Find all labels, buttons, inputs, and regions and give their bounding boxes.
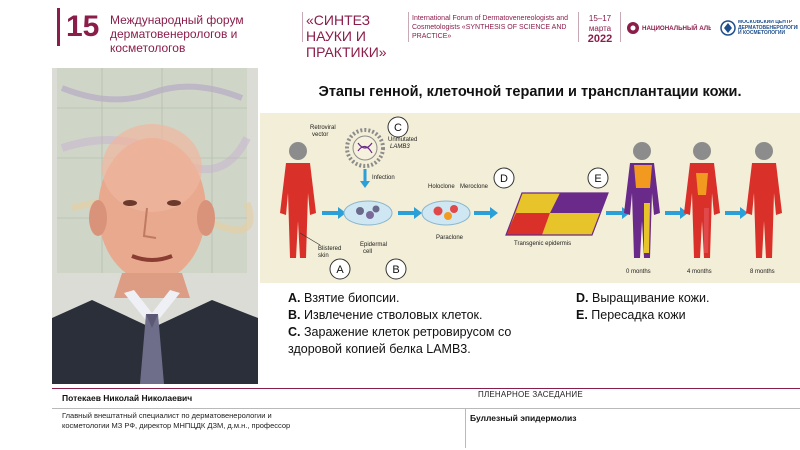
step-e: E. Пересадка кожи [576,308,686,322]
forum-month: марта [588,24,612,33]
label-meroclone: Meroclone [460,184,489,190]
label-skin: skin [318,253,329,259]
speaker-name: Потекаев Николай Николаевич [62,393,193,403]
patient-figure-4-months [684,142,720,258]
header-divider [302,12,303,42]
session-name: ПЛЕНАРНОЕ ЗАСЕДАНИЕ [478,390,583,399]
label-epidermal: Epidermal [360,242,387,248]
header-divider [408,12,409,42]
forum-year: 2022 [587,33,613,45]
label-retroviral: Retroviral [310,125,336,131]
holoclone-dish [421,200,471,226]
step-c: C. Заражение клеток ретровирусом со здор… [288,325,512,356]
forum-number: 15 [66,10,100,43]
forum-slogan: «СИНТЕЗ НАУКИ И ПРАКТИКИ» [306,12,387,60]
label-0-months: 0 months [626,269,651,275]
step-a: A. Взятие биопсии. [288,291,400,305]
step-b: B. Извлечение стволовых клеток. [288,308,483,322]
forum-dates: 15–17 марта 2022 [584,14,616,45]
epidermal-cell-dish [343,200,393,226]
patient-figure-0-months [624,142,660,258]
label-holoclone: Holoclone [428,184,455,190]
circle-e: E [594,173,601,185]
retrovirus-icon [345,128,385,168]
speaker-shirt [124,290,180,328]
speaker-role: Главный внештатный специалист по дермато… [62,411,291,430]
circle-c: C [394,122,402,134]
patient-figure-before [280,142,316,258]
moscow-center-logo: МОСКОВСКИЙ ЦЕНТР ДЕРМАТОВЕНЕРОЛОГИИ И КО… [720,18,798,38]
slide-title: Этапы генной, клеточной терапии и трансп… [318,84,742,100]
forum-title: Международный форум дерматовенерологов и… [110,13,244,55]
circle-d: D [500,173,508,185]
step-d: D. Выращивание кожи. [576,291,710,305]
footer-divider [52,388,800,389]
circle-a: A [336,264,344,276]
forum-title-en: International Forum of Dermatovenereolog… [412,15,569,40]
label-blistered: Blistered [318,246,341,252]
header-accent-bar [57,8,60,46]
label-lamb3: LAMB3 [390,144,410,150]
logo1-label: НАЦИОНАЛЬНЫЙ АЛЬЯНС [642,24,711,32]
label-paraclone: Paraclone [436,235,464,241]
circle-b: B [392,264,399,276]
label-vector: vector [312,132,328,138]
label-infection: Infection [372,175,395,181]
header-divider [620,12,621,42]
talk-topic: Буллезный эпидермолиз [470,413,577,423]
footer-divider [465,408,466,448]
patient-figure-8-months [746,142,782,258]
label-cell: cell [363,249,372,255]
therapy-diagram: Blistered skin Retroviral vector Unmutat… [260,113,800,283]
footer-divider [52,408,800,409]
speaker-tie [140,314,164,384]
forum-days: 15–17 [588,14,612,23]
national-alliance-logo: НАЦИОНАЛЬНЫЙ АЛЬЯНС [626,20,726,36]
label-8-months: 8 months [750,269,775,275]
forum-header [0,0,800,55]
logo2-label: МОСКОВСКИЙ ЦЕНТР ДЕРМАТОВЕНЕРОЛОГИИ И КО… [738,20,798,36]
steps-list-left: A. Взятие биопсии. B. Извлечение стволов… [288,290,558,358]
label-4-months: 4 months [687,269,712,275]
transgenic-epidermis-sheet [505,192,609,236]
header-divider [578,12,579,42]
speaker-video [52,68,258,384]
steps-list-right: D. Выращивание кожи. E. Пересадка кожи [576,290,800,324]
label-transgenic: Transgenic epidermis [514,241,571,247]
label-unmutated: Unmutated [388,137,417,143]
